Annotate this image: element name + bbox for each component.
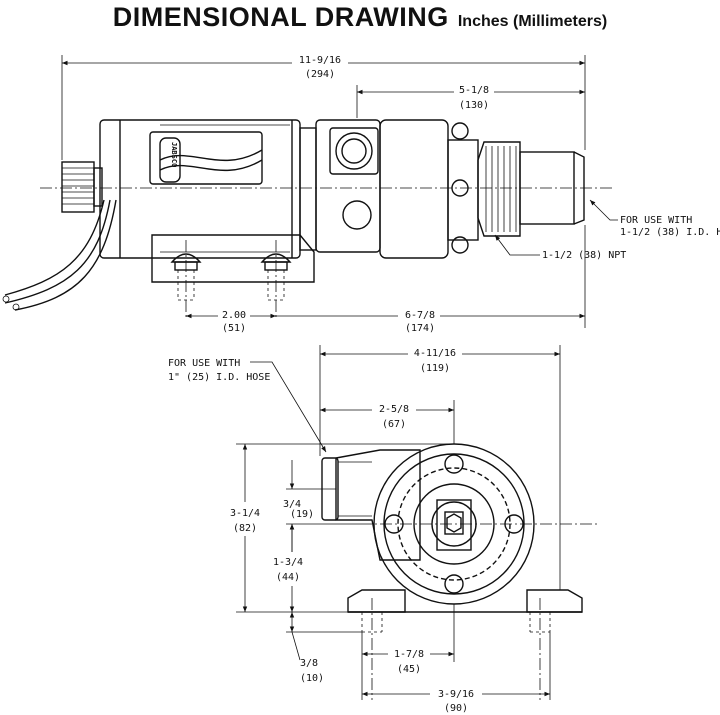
dim-center-height: 1-3/4 (44) [266,523,360,612]
foot-height-mm: (10) [300,673,324,684]
overall-height-mm: (82) [233,523,257,534]
dim-mount: 2.00 (51) 6-7/8 (174) [186,225,586,334]
foot-offset-in: 1-7/8 [394,649,424,660]
mount-to-end-in: 6-7/8 [405,310,435,321]
foot-height-in: 3/8 [300,658,318,669]
mounting-foot [151,234,315,320]
pump-head-length-in: 5-1/8 [459,85,489,96]
foot-width-in: 3-9/16 [438,689,474,700]
inlet-offset-mm: (67) [382,419,406,430]
dim-overall-width: 4-11/16 (119) [319,345,561,590]
port-offset-mm: (19) [290,509,314,520]
side-callouts: 1-1/2 (38) NPT FOR USE WITH 1-1/2 (38) I… [494,199,720,261]
end-view: FOR USE WITH 1" (25) I.D. HOSE 4-11/16 (… [168,345,600,714]
overall-height-in: 3-1/4 [230,508,260,519]
mount-spacing-in: 2.00 [222,310,246,321]
end-housing [321,443,600,605]
motor-body: JABSCO [99,119,301,259]
dim-overall-length: 11-9/16 (294) [61,52,586,160]
dim-foot-offset: 1-7/8 (45) [362,604,455,675]
dim-port-offset: 3/4 (19) [283,460,336,552]
outlet-hose-line2: 1-1/2 (38) I.D. HOSE [620,227,720,238]
outlet-fitting [477,141,585,237]
brand-label: JABSCO [170,142,178,167]
overall-width-mm: (119) [420,363,450,374]
pump-head-length-mm: (130) [459,100,489,111]
foot-width-mm: (90) [444,703,468,714]
center-height-in: 1-3/4 [273,557,303,568]
overall-length-mm: (294) [305,69,335,80]
overall-length-in: 11-9/16 [299,55,341,66]
mount-to-end-mm: (174) [405,323,435,334]
mount-spacing-mm: (51) [222,323,246,334]
end-base [347,589,583,700]
dim-pump-head-length: 5-1/8 (130) [356,82,585,118]
dim-foot-height: 3/8 (10) [286,612,362,684]
rear-connector [61,161,103,213]
wire-leads [2,199,117,311]
outlet-hose-line1: FOR USE WITH [620,215,692,226]
center-height-mm: (44) [276,572,300,583]
dim-inlet-offset: 2-5/8 (67) [320,400,455,444]
title-main: DIMENSIONAL DRAWING [112,2,449,32]
inlet-callout: FOR USE WITH 1" (25) I.D. HOSE [168,358,327,453]
inlet-offset-in: 2-5/8 [379,404,409,415]
title-units: Inches (Millimeters) [457,13,608,30]
dim-foot-width: 3-9/16 (90) [361,632,551,714]
inlet-hose-line2: 1" (25) I.D. HOSE [168,372,270,383]
inlet-hose-line1: FOR USE WITH [168,358,240,369]
overall-width-in: 4-11/16 [414,348,456,359]
outlet-port-label: 1-1/2 (38) NPT [542,250,626,261]
pump-housing [299,119,479,259]
side-view: JABSCO [2,52,720,334]
dim-overall-height: 3-1/4 (82) [224,443,454,613]
drawing-title: DIMENSIONAL DRAWING Inches (Millimeters) [0,2,720,33]
foot-offset-mm: (45) [397,664,421,675]
port-offset-in: 3/4 [283,499,301,510]
